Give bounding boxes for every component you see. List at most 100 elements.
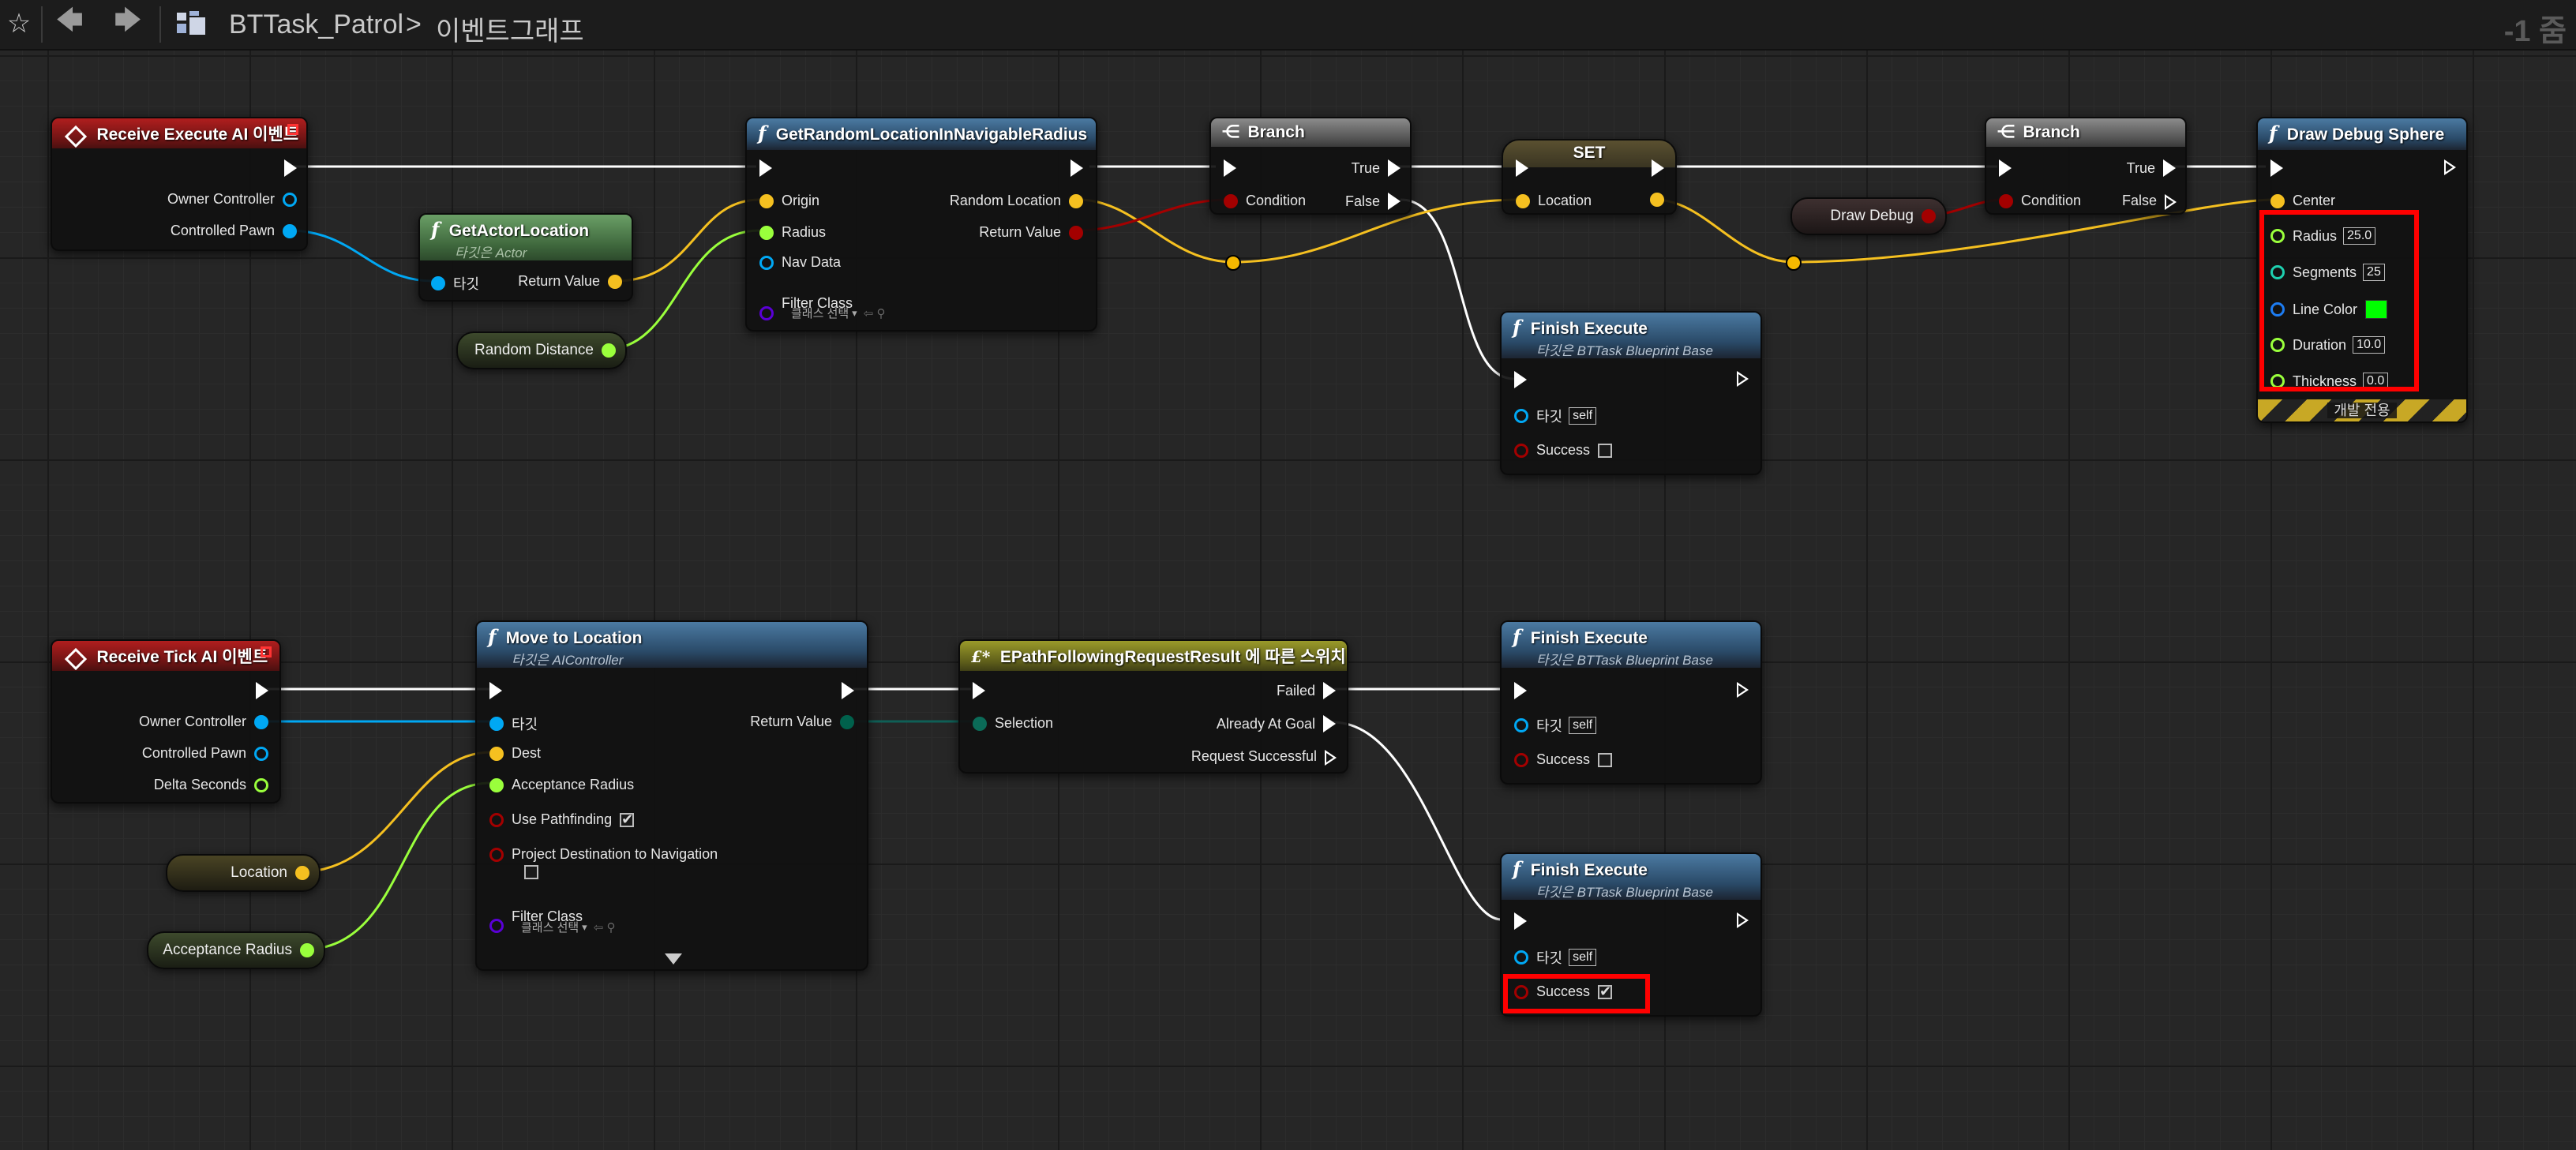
nav-data-pin[interactable]: Nav Data	[759, 254, 841, 271]
success-checkbox[interactable]	[1598, 752, 1613, 767]
target-pin[interactable]: 타깃 self	[1514, 715, 1597, 736]
filter-class-pin[interactable]: Filter Class	[759, 286, 853, 320]
dest-pin[interactable]: Dest	[489, 745, 541, 762]
exec-in-pin[interactable]	[2270, 159, 2283, 177]
return-value-pin[interactable]: Return Value	[518, 273, 622, 290]
arrow-right-icon[interactable]: 🡆	[114, 5, 142, 36]
exec-in-pin[interactable]	[1224, 159, 1236, 177]
exec-in-pin[interactable]	[1514, 912, 1527, 930]
success-pin[interactable]: Success	[1514, 983, 1613, 1000]
arrow-left-icon[interactable]: 🡄	[55, 5, 84, 36]
exec-out-pin[interactable]	[1737, 912, 1749, 928]
filter-class-combo[interactable]: 클래스 선택 ▾ ⇦ ⚲	[521, 919, 615, 935]
segments-value-field[interactable]: 25	[2363, 264, 2385, 281]
exec-in-pin[interactable]	[973, 682, 985, 699]
exec-out-pin[interactable]	[2444, 159, 2456, 175]
exec-out-pin[interactable]	[842, 682, 854, 699]
success-checkbox[interactable]	[1598, 443, 1613, 458]
request-successful-pin[interactable]: Request Successful	[1191, 748, 1337, 766]
project-destination-checkbox[interactable]	[524, 865, 538, 879]
browse-icon[interactable]: ⇦ ⚲	[863, 306, 886, 320]
get-random-location-node[interactable]: f GetRandomLocationInNavigableRadius Ori…	[745, 117, 1097, 332]
exec-in-pin[interactable]	[1516, 159, 1528, 177]
random-location-pin[interactable]: Random Location	[950, 193, 1083, 209]
duration-pin[interactable]: Duration 10.0	[2270, 336, 2386, 354]
exec-in-pin[interactable]	[759, 159, 772, 177]
breadcrumb-asset[interactable]: BTTask_Patrol	[229, 9, 404, 39]
color-swatch[interactable]	[2365, 300, 2388, 319]
line-color-pin[interactable]: Line Color	[2270, 300, 2388, 319]
success-pin[interactable]: Success	[1514, 751, 1613, 768]
exec-out-pin[interactable]	[1071, 159, 1083, 177]
true-pin[interactable]: True	[1352, 159, 1400, 177]
finish-execute-node[interactable]: f Finish Execute 타깃은 BTTask Blueprint Ba…	[1500, 620, 1762, 785]
radius-value-field[interactable]: 25.0	[2343, 227, 2376, 245]
reroute-knot[interactable]	[1225, 255, 1241, 271]
exec-out-pin[interactable]	[256, 682, 268, 699]
segments-pin[interactable]: Segments 25	[2270, 264, 2385, 281]
star-icon[interactable]: ☆	[6, 9, 32, 39]
acceptance-radius-variable[interactable]: Acceptance Radius	[147, 931, 325, 969]
true-pin[interactable]: True	[2127, 159, 2176, 177]
delta-seconds-pin[interactable]: Delta Seconds	[154, 777, 268, 793]
origin-pin[interactable]: Origin	[759, 193, 819, 209]
reroute-knot[interactable]	[1786, 255, 1802, 271]
false-pin[interactable]: False	[2122, 193, 2177, 210]
branch-node-2[interactable]: ⋲ Branch Condition True False	[1985, 117, 2187, 215]
owner-controller-pin[interactable]: Owner Controller	[167, 191, 297, 208]
project-destination-pin[interactable]: Project Destination to Navigation	[489, 846, 718, 863]
draw-debug-sphere-node[interactable]: f Draw Debug Sphere Center Radius 25.0 S…	[2256, 117, 2468, 423]
expand-arrow-icon[interactable]	[665, 953, 682, 965]
controlled-pawn-pin[interactable]: Controlled Pawn	[171, 223, 297, 239]
set-location-node[interactable]: SET Location	[1502, 139, 1677, 215]
center-pin[interactable]: Center	[2270, 193, 2335, 209]
success-checkbox[interactable]	[1598, 983, 1613, 1000]
location-variable[interactable]: Location	[166, 854, 321, 892]
exec-out-pin[interactable]	[1737, 682, 1749, 698]
exec-out-pin[interactable]	[284, 159, 297, 177]
target-pin[interactable]: 타깃	[431, 273, 479, 294]
success-pin[interactable]: Success	[1514, 442, 1613, 459]
location-out-pin[interactable]	[1650, 193, 1664, 207]
random-distance-variable[interactable]: Random Distance	[456, 332, 627, 369]
receive-execute-ai-node[interactable]: Receive Execute AI 이벤트 Owner Controller …	[51, 117, 308, 251]
draw-debug-variable[interactable]: Draw Debug	[1790, 197, 1947, 235]
branch-node[interactable]: ⋲ Branch Condition True False	[1209, 117, 1412, 215]
target-pin[interactable]: 타깃	[489, 714, 538, 734]
target-pin[interactable]: 타깃 self	[1514, 406, 1597, 426]
exec-in-pin[interactable]	[489, 682, 502, 699]
radius-pin[interactable]: Radius	[759, 224, 826, 241]
use-pathfinding-checkbox[interactable]	[620, 811, 635, 828]
filter-class-combo[interactable]: 클래스 선택 ▾ ⇦ ⚲	[791, 305, 885, 321]
condition-pin[interactable]: Condition	[1224, 193, 1306, 209]
selection-pin[interactable]: Selection	[973, 715, 1053, 732]
browse-icon[interactable]: ⇦ ⚲	[593, 920, 616, 935]
exec-out-pin[interactable]	[1652, 159, 1664, 177]
duration-value-field[interactable]: 10.0	[2353, 336, 2386, 354]
already-at-goal-pin[interactable]: Already At Goal	[1217, 715, 1336, 732]
exec-in-pin[interactable]	[1514, 682, 1527, 699]
exec-out-pin[interactable]	[1737, 371, 1749, 387]
owner-controller-pin[interactable]: Owner Controller	[139, 714, 268, 730]
filter-class-pin[interactable]: Filter Class	[489, 900, 583, 933]
location-in-pin[interactable]: Location	[1516, 193, 1592, 209]
finish-execute-node[interactable]: f Finish Execute 타깃은 BTTask Blueprint Ba…	[1500, 311, 1762, 475]
acceptance-radius-pin[interactable]: Acceptance Radius	[489, 777, 634, 793]
target-pin[interactable]: 타깃 self	[1514, 947, 1597, 968]
radius-pin[interactable]: Radius 25.0	[2270, 227, 2376, 245]
condition-pin[interactable]: Condition	[1999, 193, 2081, 209]
exec-in-pin[interactable]	[1999, 159, 2012, 177]
false-pin[interactable]: False	[1345, 193, 1400, 210]
finish-execute-node[interactable]: f Finish Execute 타깃은 BTTask Blueprint Ba…	[1500, 852, 1762, 1017]
switch-on-enum-node[interactable]: £* EPathFollowingRequestResult 에 따른 스위치 …	[958, 639, 1348, 774]
return-value-pin[interactable]: Return Value	[979, 224, 1083, 241]
breadcrumb-graph[interactable]: 이벤트그래프	[436, 17, 584, 47]
return-value-pin[interactable]: Return Value	[750, 714, 854, 730]
failed-pin[interactable]: Failed	[1277, 682, 1336, 699]
receive-tick-ai-node[interactable]: Receive Tick AI 이벤트 Owner Controller Con…	[51, 639, 281, 804]
controlled-pawn-pin[interactable]: Controlled Pawn	[142, 745, 268, 762]
get-actor-location-node[interactable]: f GetActorLocation 타깃은 Actor 타깃 Return V…	[418, 213, 633, 302]
move-to-location-node[interactable]: f Move to Location 타깃은 AIController 타깃 R…	[475, 620, 868, 971]
exec-in-pin[interactable]	[1514, 371, 1527, 388]
use-pathfinding-pin[interactable]: Use Pathfinding	[489, 811, 635, 828]
